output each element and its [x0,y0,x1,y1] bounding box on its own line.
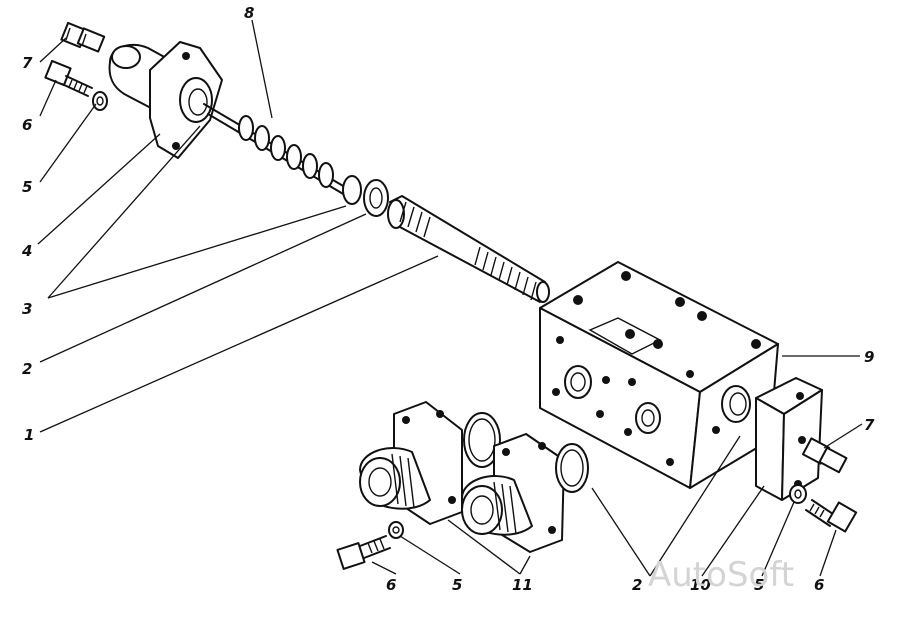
callout-1: 1 [24,426,34,444]
callout-6-bottom: 6 [386,576,396,594]
part-11-union-left [359,401,463,525]
callout-7-top: 7 [22,54,33,72]
callout-7-right: 7 [864,416,875,434]
callout-2-left: 2 [22,360,32,378]
callout-5-top: 5 [22,178,32,196]
part-6-bolt-bottom [336,535,391,570]
watermark: AutoSoft [648,555,794,595]
callout-3: 3 [22,300,32,318]
part-2-o-ring-left [463,412,501,468]
part-6-bolt-top [44,59,93,97]
part-5-washer-right [789,484,807,504]
callout-10: 10 [690,576,711,594]
callout-5-bottom: 5 [452,576,462,594]
callout-5-right: 5 [754,576,764,594]
callout-8: 8 [244,4,254,22]
part-1-threaded-shaft [387,195,550,303]
part-10-cover-plate [755,377,823,501]
part-2-o-ring-right [555,443,589,493]
callout-2-bottom: 2 [632,576,642,594]
leader-lines [37,19,863,577]
callout-labels: 7 6 5 4 3 2 1 8 9 7 6 5 11 2 10 5 6 [21,4,875,594]
callout-6-top: 6 [22,116,32,134]
part-7-fitting-right [801,437,848,474]
callout-4: 4 [21,242,32,260]
part-5-washer-bottom [388,521,404,539]
callout-9: 9 [864,348,874,366]
callout-11: 11 [512,576,533,594]
part-6-bolt-right [805,499,858,533]
part-5-washer-top [92,91,108,111]
callout-6-right: 6 [814,576,824,594]
part-7-fitting-top [60,21,106,53]
part-4-flanged-housing [108,41,223,159]
part-3-rings [342,175,389,217]
part-11-union-right [461,433,565,553]
block-holes [552,271,761,466]
part-8-spring [203,103,351,199]
part-9-valve-body [539,261,779,489]
